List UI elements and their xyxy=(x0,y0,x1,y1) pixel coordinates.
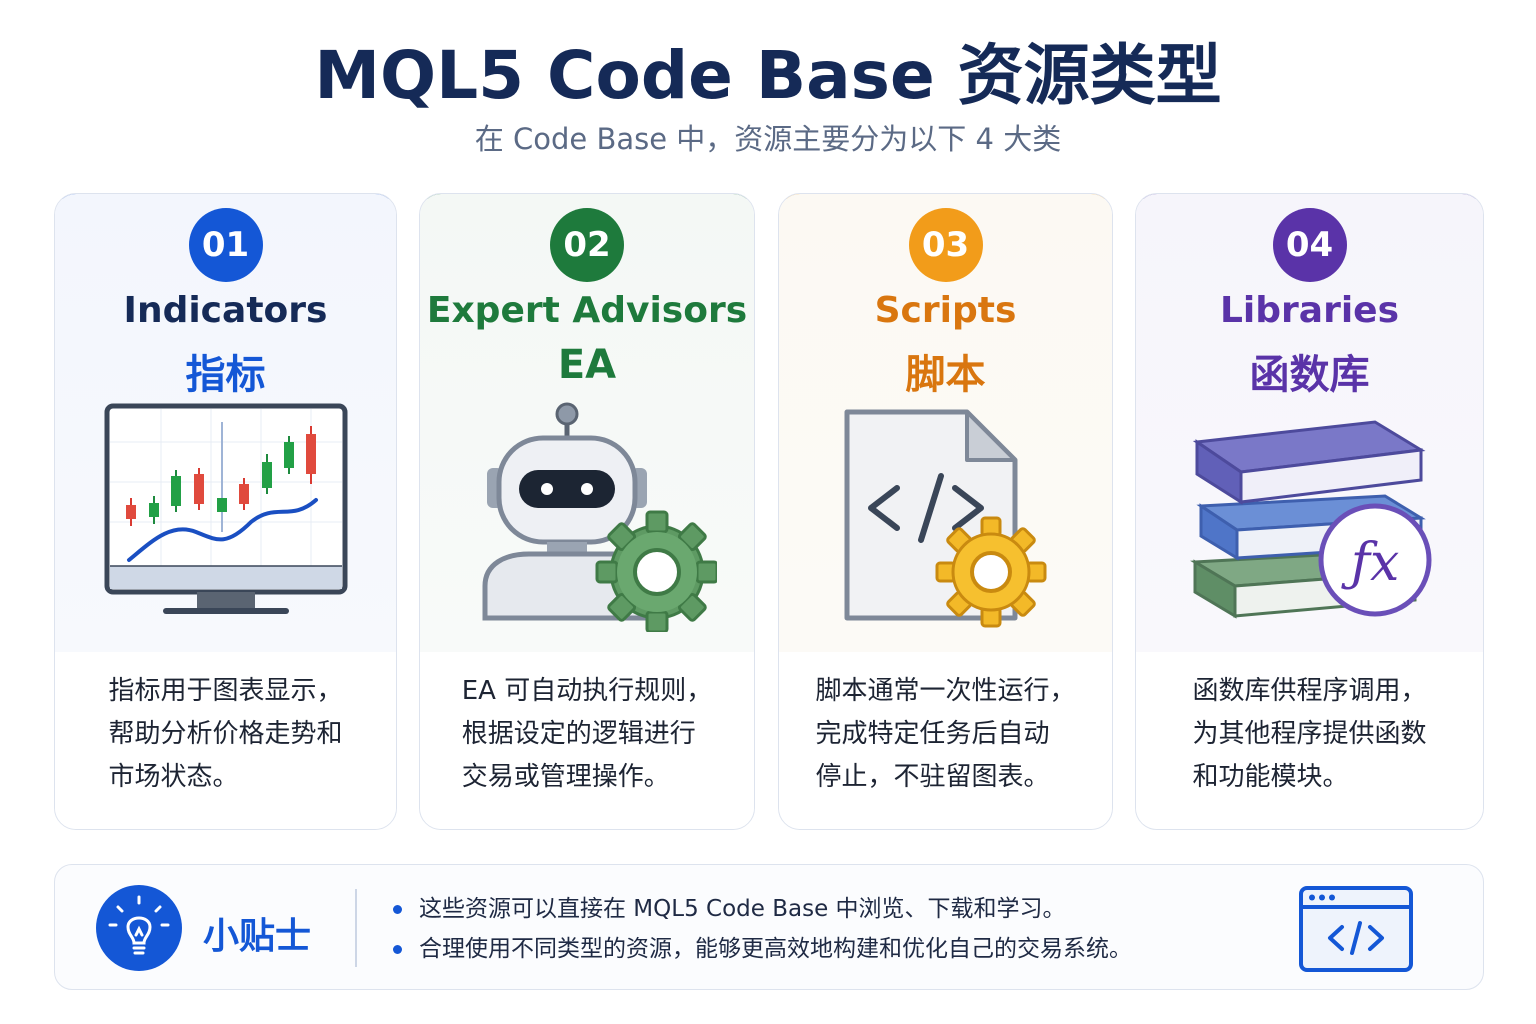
tips-label: 小贴士 xyxy=(203,916,312,957)
card-title-en: Libraries xyxy=(1219,290,1400,331)
card-title-en: Scripts xyxy=(874,290,1017,331)
card-description: EA 可自动执行规则， 根据设定的逻辑进行 交易或管理操作。 xyxy=(461,676,713,792)
chart-monitor-icon xyxy=(104,403,347,614)
card-description: 脚本通常一次性运行， 完成特定任务后自动 停止，不驻留图表。 xyxy=(815,676,1076,792)
tips-list: 这些资源可以直接在 MQL5 Code Base 中浏览、下载和学习。 合理使用… xyxy=(393,889,1132,969)
books-function-icon: ƒx xyxy=(1189,420,1431,619)
lightbulb-icon xyxy=(96,885,182,971)
card-number-badge: 04 xyxy=(1272,208,1347,282)
card-title-cn: EA xyxy=(557,342,617,388)
card-title-cn: 指标 xyxy=(185,352,266,398)
page-title: MQL5 Code Base 资源类型 xyxy=(314,37,1222,114)
card-title-en: Expert Advisors xyxy=(426,290,748,331)
card-description: 函数库供程序调用， 为其他程序提供函数 和功能模块。 xyxy=(1192,676,1427,792)
card-indicators: 01 Indicators 指标 xyxy=(54,193,397,830)
tip-item: 合理使用不同类型的资源，能够更高效地构建和优化自己的交易系统。 xyxy=(393,929,1132,969)
card-number-badge: 02 xyxy=(550,208,624,282)
tips-box: 小贴士 这些资源可以直接在 MQL5 Code Base 中浏览、下载和学习。 … xyxy=(54,864,1484,990)
card-title-cn: 脚本 xyxy=(905,352,986,398)
card-number-badge: 01 xyxy=(188,208,263,282)
robot-gear-icon xyxy=(482,402,717,632)
svg-text:ƒx: ƒx xyxy=(1340,533,1399,593)
tip-item: 这些资源可以直接在 MQL5 Code Base 中浏览、下载和学习。 xyxy=(393,889,1132,929)
script-file-gear-icon xyxy=(844,409,1046,628)
card-title-en: Indicators xyxy=(123,290,328,331)
card-scripts: 03 Scripts 脚本 xyxy=(778,193,1113,830)
card-description: 指标用于图表显示， 帮助分析价格走势和 市场状态。 xyxy=(108,676,343,792)
page-subtitle: 在 Code Base 中，资源主要分为以下 4 大类 xyxy=(474,122,1062,156)
card-number-badge: 03 xyxy=(908,208,983,282)
code-window-icon xyxy=(1298,885,1414,977)
card-title-cn: 函数库 xyxy=(1249,352,1370,398)
card-expert-advisors: 02 Expert Advisors EA xyxy=(419,193,755,830)
tips-divider xyxy=(355,889,357,967)
card-libraries: 04 Libraries 函数库 ƒx 函数库供程序调用， 为其他程序提供函数 … xyxy=(1135,193,1484,830)
